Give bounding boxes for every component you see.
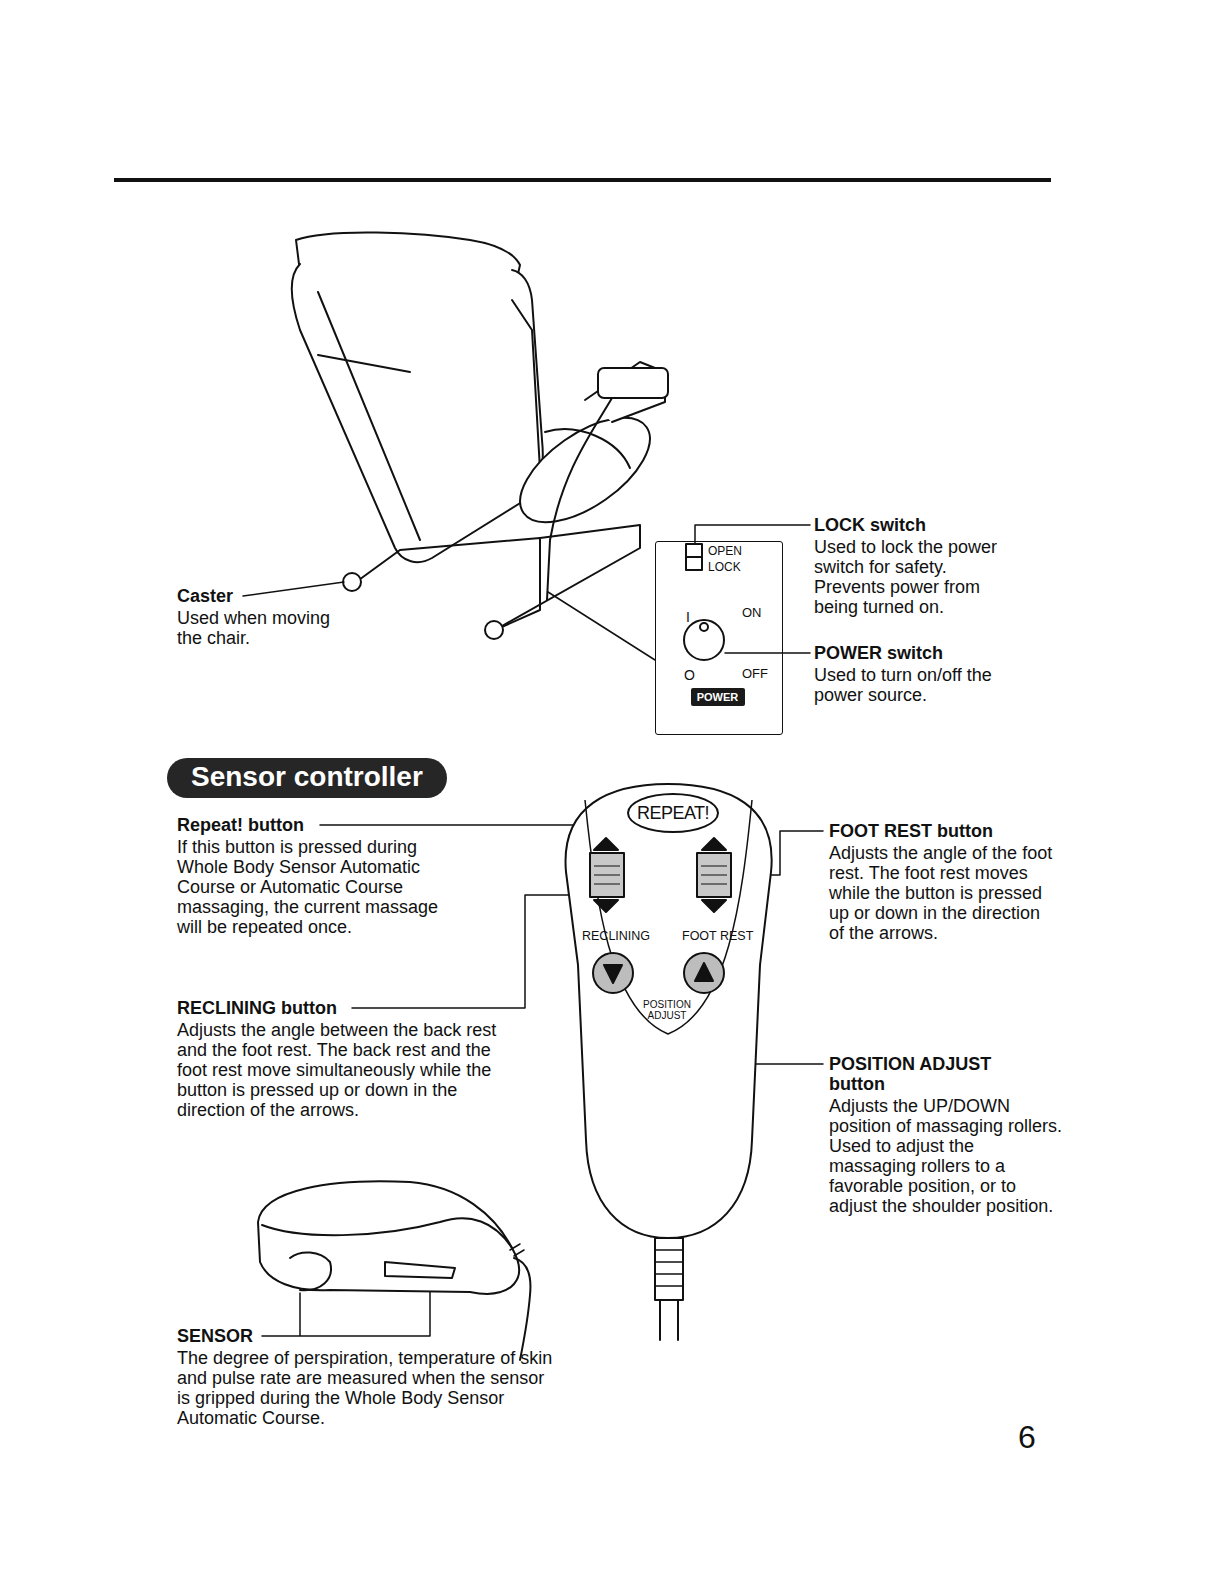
hand-sensor-top xyxy=(262,1218,512,1248)
position-down-button xyxy=(593,953,633,993)
part-name: FOOT REST button xyxy=(829,821,993,841)
description-text: Adjusts the angle between the back rest … xyxy=(177,1020,517,1120)
part-name: POWER switch xyxy=(814,643,943,663)
sensor-controller-remote: RECLINING FOOT REST POSITION ADJUST REPEAT! xyxy=(555,775,780,1245)
description-text: Used to lock the power switch for safety… xyxy=(814,537,1019,617)
hand-sensor-body xyxy=(258,1181,519,1294)
remote-button-panel xyxy=(585,800,752,1034)
chair-base-rear xyxy=(352,538,540,630)
switch-marking: OFF xyxy=(742,667,768,681)
power-marking: POWER xyxy=(691,688,745,706)
arrow-down xyxy=(702,900,726,912)
leader-line xyxy=(725,652,810,654)
arrow-up xyxy=(702,838,726,850)
chair-seat xyxy=(503,397,667,542)
leader-line xyxy=(262,1292,430,1336)
section-heading: Sensor controller xyxy=(191,760,423,794)
hand-sensor-cord-relief xyxy=(510,1244,524,1256)
part-name: Caster xyxy=(177,586,233,606)
button-marking: POSITION ADJUST xyxy=(639,999,695,1021)
chair-backrest xyxy=(292,264,543,562)
description-text: Used to turn on/off the power source. xyxy=(814,665,1019,705)
switch-marking: O xyxy=(684,668,695,683)
switch-marking: I xyxy=(686,610,690,625)
power-knob xyxy=(684,620,724,660)
description-text: If this button is pressed during Whole B… xyxy=(177,837,452,937)
repeat-button: REPEAT! xyxy=(627,793,719,833)
repeat-text: REPEAT! xyxy=(637,802,709,824)
chair-backrest-line xyxy=(318,355,410,372)
hand-sensor-plate xyxy=(385,1262,455,1278)
position-up-button xyxy=(684,953,724,993)
remote-body xyxy=(566,784,772,1238)
arrow-down xyxy=(604,965,622,983)
remote-cord xyxy=(660,1300,678,1340)
remote-cord-ribs xyxy=(655,1250,683,1286)
armrest-sensor xyxy=(598,368,668,398)
remote-cord-relief xyxy=(655,1238,683,1300)
part-name: RECLINING button xyxy=(177,998,337,1018)
power-knob-mark xyxy=(700,623,708,631)
switch-panel: OPEN LOCK I ON O OFFPOWER xyxy=(655,541,783,735)
part-name: LOCK switch xyxy=(814,515,926,535)
chair-backrest-side xyxy=(512,300,540,470)
part-name: SENSOR xyxy=(177,1326,253,1346)
description-text: Adjusts the UP/DOWN position of massagin… xyxy=(829,1096,1064,1216)
button-marking: FOOT REST xyxy=(682,930,753,944)
lock-switch-divider xyxy=(686,556,702,558)
power-text: POWER xyxy=(697,688,739,706)
leader-line xyxy=(548,592,655,660)
description-text: The degree of perspiration, temperature … xyxy=(177,1348,557,1428)
hand-sensor-grip xyxy=(290,1252,331,1290)
description-text: Used when moving the chair. xyxy=(177,608,342,648)
description-text: Adjusts the angle of the foot rest. The … xyxy=(829,843,1054,943)
switch-marking: OPEN xyxy=(708,545,742,558)
caster-wheel xyxy=(485,621,503,639)
arrow-up xyxy=(594,838,618,850)
lock-switch-icon xyxy=(686,544,702,570)
page-number: 6 xyxy=(1018,1418,1036,1456)
part-name: POSITION ADJUST button xyxy=(829,1054,1029,1094)
button-marking: RECLINING xyxy=(582,930,650,944)
chair-base-front xyxy=(495,525,640,630)
section-heading-band: Sensor controller xyxy=(167,758,447,798)
leader-line xyxy=(243,582,344,596)
part-name: Repeat! button xyxy=(177,815,304,835)
top-rule xyxy=(114,178,1051,182)
rocker-texture xyxy=(594,866,727,884)
hand-sensor-cord xyxy=(514,1258,530,1360)
arrow-up xyxy=(695,963,713,981)
chair-seat-line xyxy=(545,429,630,468)
switch-marking: ON xyxy=(742,606,762,620)
chair-backrest-seam xyxy=(318,292,420,540)
switch-marking: LOCK xyxy=(708,561,741,574)
arrow-down xyxy=(594,900,618,912)
caster-wheel xyxy=(343,573,361,591)
